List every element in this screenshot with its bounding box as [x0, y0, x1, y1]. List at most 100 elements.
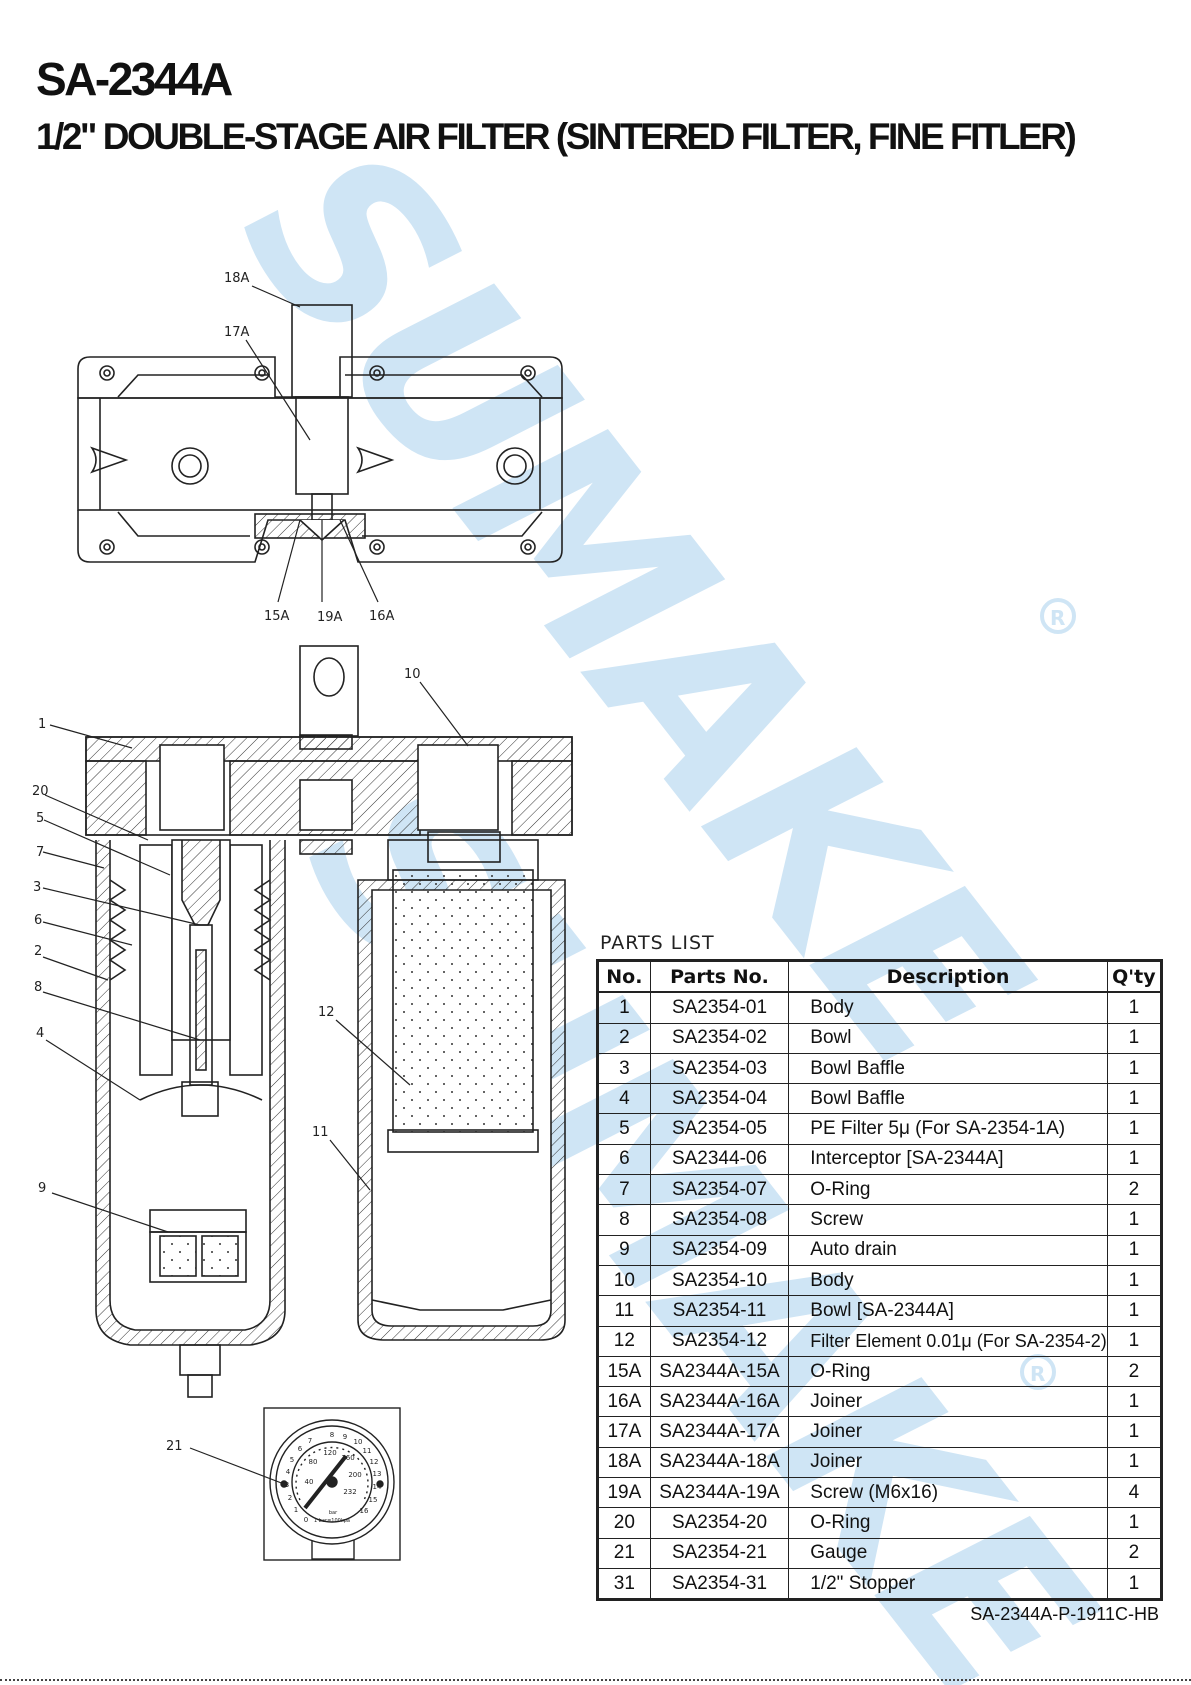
gauge-outer-1: 1	[294, 1506, 298, 1514]
gauge-outer-7: 7	[308, 1437, 312, 1445]
callout-20: 20	[32, 784, 49, 799]
cell-desc: O-Ring	[788, 1355, 1108, 1388]
cell-desc: Screw	[788, 1204, 1108, 1236]
cell-part: SA2354-05	[649, 1113, 790, 1145]
gauge-outer-10: 10	[354, 1438, 363, 1446]
gauge-outer-6: 6	[298, 1445, 303, 1453]
cell-part: SA2354-01	[649, 991, 790, 1024]
cell-desc: Auto drain	[788, 1234, 1108, 1266]
cell-no: 8	[597, 1204, 651, 1236]
gauge-outer-0: 0	[304, 1516, 308, 1524]
cell-desc: Bowl	[788, 1022, 1108, 1054]
cell-no: 7	[597, 1174, 651, 1206]
callout-15A: 15A	[264, 609, 290, 624]
callout-3: 3	[33, 880, 41, 895]
callout-19A: 19A	[317, 610, 343, 625]
gauge-outer-12: 12	[370, 1458, 379, 1466]
cell-no: 11	[597, 1295, 651, 1327]
cell-no: 6	[597, 1143, 651, 1176]
gauge-outer-2: 2	[288, 1494, 292, 1502]
callout-6: 6	[34, 913, 42, 928]
cell-no: 19A	[597, 1477, 651, 1509]
pressure-gauge-drawing: 21 0 1 2 3 4 5 6 7 8 9 10 11 12 13 14 15…	[166, 1407, 401, 1561]
gauge-outer-3: 3	[285, 1481, 289, 1489]
cell-qty: 4	[1106, 1477, 1163, 1509]
cell-desc: PE Filter 5μ (For SA-2354-1A)	[788, 1113, 1108, 1145]
cell-qty: 1	[1106, 1507, 1163, 1539]
cell-part: SA2354-02	[649, 1022, 790, 1054]
column-header-parts-no: Parts No.	[649, 960, 790, 994]
gauge-outer-11: 11	[363, 1447, 372, 1455]
column-header-no: No.	[597, 960, 651, 994]
cell-desc: Body	[788, 991, 1108, 1024]
cell-qty: 1	[1106, 1204, 1163, 1236]
gauge-outer-15: 15	[369, 1496, 378, 1504]
cell-qty: 1	[1106, 1052, 1163, 1085]
cell-desc: Screw (M6x16)	[788, 1477, 1108, 1509]
cell-no: 18A	[597, 1446, 651, 1479]
cell-desc: O-Ring	[788, 1174, 1108, 1206]
callout-1: 1	[38, 717, 46, 732]
gauge-unit: bar	[329, 1510, 338, 1516]
callout-4: 4	[36, 1026, 44, 1041]
cell-part: SA2354-08	[649, 1204, 790, 1236]
cell-no: 4	[597, 1083, 651, 1115]
cell-no: 5	[597, 1113, 651, 1145]
cell-no: 17A	[597, 1416, 651, 1448]
cell-qty: 2	[1106, 1174, 1163, 1206]
cell-no: 15A	[597, 1355, 651, 1388]
cell-part: SA2354-04	[649, 1083, 790, 1115]
cell-part: SA2354-12	[649, 1325, 790, 1357]
cell-desc: Interceptor [SA-2344A]	[788, 1143, 1108, 1176]
cell-desc: Bowl [SA-2344A]	[788, 1295, 1108, 1327]
cell-qty: 2	[1106, 1355, 1163, 1388]
cross-section-drawing: 1 20 5 7 3 6 2 8 4 9 10 12 11	[32, 645, 573, 1398]
parts-table-header-row: No. Parts No. Description Q'ty	[597, 960, 1163, 994]
cell-qty: 1	[1106, 991, 1163, 1024]
cell-part: SA2354-03	[649, 1052, 790, 1085]
cell-no: 2	[597, 1022, 651, 1054]
callout-12: 12	[318, 1005, 335, 1020]
cell-qty: 1	[1106, 1083, 1163, 1115]
cell-desc: Joiner	[788, 1446, 1108, 1479]
gauge-inner-200: 200	[348, 1471, 361, 1479]
callout-11: 11	[312, 1125, 329, 1140]
product-title: 1/2" DOUBLE-STAGE AIR FILTER (SINTERED F…	[36, 116, 1077, 157]
cell-qty: 1	[1106, 1325, 1163, 1357]
gauge-outer-8: 8	[330, 1431, 334, 1439]
gauge-inner-160: 160	[341, 1454, 354, 1462]
parts-list-caption: PARTS LIST	[600, 932, 715, 954]
cell-qty: 1	[1106, 1234, 1163, 1266]
cell-part: SA2344A-15A	[649, 1355, 790, 1388]
cell-desc: Joiner	[788, 1386, 1108, 1418]
gauge-outer-16: 16	[360, 1507, 369, 1515]
cell-part: SA2344A-16A	[649, 1386, 790, 1418]
callout-10: 10	[404, 667, 421, 682]
cell-desc: Bowl Baffle	[788, 1052, 1108, 1085]
cell-qty: 2	[1106, 1537, 1163, 1569]
cell-part: SA2354-20	[649, 1507, 790, 1539]
cell-qty: 1	[1106, 1416, 1163, 1448]
cell-part: SA2344A-18A	[649, 1446, 790, 1479]
cell-desc: Joiner	[788, 1416, 1108, 1448]
column-header-qty: Q'ty	[1106, 960, 1163, 994]
bottom-dotted-divider	[0, 1679, 1191, 1681]
gauge-outer-14: 14	[373, 1483, 382, 1491]
callout-8: 8	[34, 980, 42, 995]
callout-9: 9	[38, 1181, 46, 1196]
